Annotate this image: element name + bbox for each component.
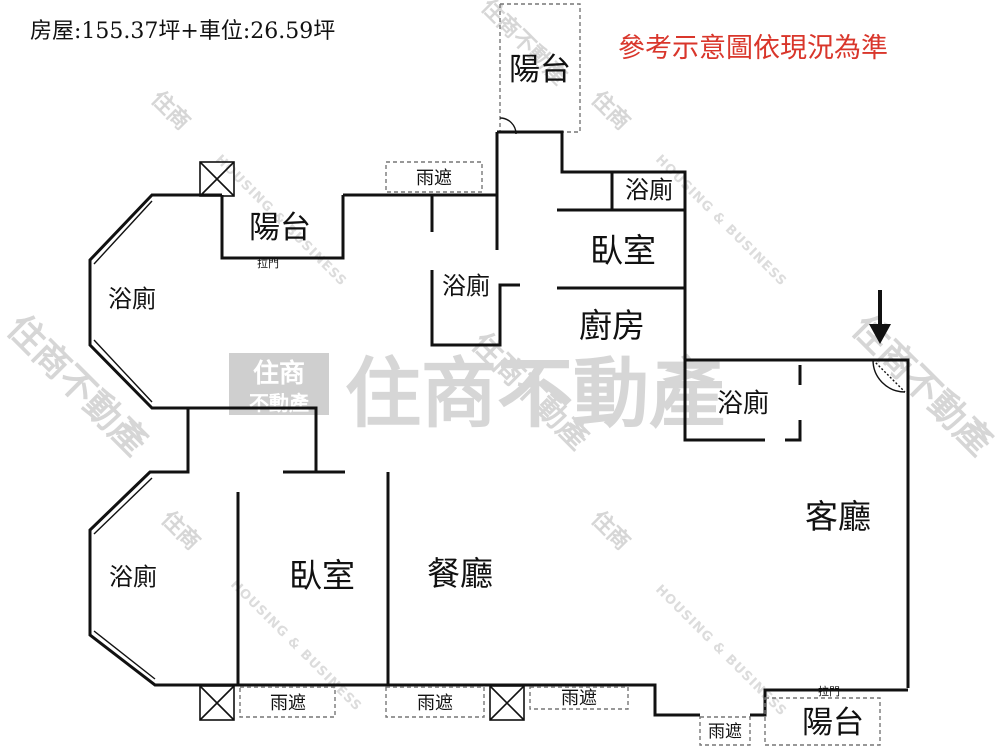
- entrance-door-leaf: [872, 359, 906, 393]
- sliding-door-bottom-label: 拉門: [818, 684, 840, 698]
- window-upper-left: [93, 200, 153, 265]
- sliding-door-left-label: 拉門: [257, 256, 279, 270]
- canopy-bottom-3-label: 雨遮: [561, 688, 597, 709]
- wall-bottom-right: [750, 688, 908, 717]
- wall-bath-mid-right-door: [785, 365, 802, 442]
- room-bath-left-upper: 浴廁: [108, 285, 156, 313]
- canopy-bottom-2-label: 雨遮: [417, 693, 453, 714]
- watermark-logo-box: [229, 353, 329, 415]
- canopy-bottom-4-label: 雨遮: [708, 722, 742, 742]
- room-bath-mid-right: 浴廁: [717, 389, 769, 419]
- crossed-box-icon: [199, 161, 235, 197]
- disclaimer-text: 參考示意圖依現況為準: [618, 33, 888, 64]
- room-bedroom-bottom: 臥室: [289, 556, 355, 595]
- wall-lower-left: [88, 408, 700, 717]
- canopy-bottom-2-box: [385, 686, 485, 718]
- wall-upper-left-wing: [88, 193, 318, 472]
- watermark-logo-small: 住商: [146, 86, 196, 136]
- balcony-bottom-outline: [764, 697, 881, 746]
- room-bath-left-lower: 浴廁: [109, 563, 157, 591]
- window-lower-left-bottom: [93, 630, 156, 680]
- room-bath-center: 浴廁: [442, 272, 490, 300]
- crossed-box-icon: [489, 685, 525, 721]
- room-balcony-bottom: 陽台: [802, 705, 864, 741]
- window-upper-left-lower: [93, 339, 153, 403]
- canopy-bottom-1-box: [239, 686, 336, 718]
- wall-balcony-left: [220, 195, 345, 260]
- watermark-big-text: 住商不動產: [345, 349, 725, 438]
- canopy-bottom-4-box: [699, 716, 751, 746]
- area-summary: 房屋:155.37坪+車位:26.59坪: [30, 19, 335, 44]
- wall-living-east: [683, 288, 910, 688]
- watermark-logo-small: 住商: [586, 506, 636, 556]
- room-bath-top-right: 浴廁: [625, 176, 673, 204]
- room-dining: 餐廳: [427, 554, 493, 593]
- watermark-logo-top: 住商: [253, 358, 305, 389]
- room-balcony-left: 陽台: [249, 210, 311, 246]
- window-lower-left: [93, 477, 153, 535]
- room-labels: 陽台 陽台 拉門 浴廁 臥室 浴廁 浴廁 廚房 浴廁 客廳 浴廁 臥室 餐廳 拉…: [108, 52, 871, 741]
- room-kitchen: 廚房: [579, 306, 645, 345]
- watermark-logo-small: 住商: [156, 506, 206, 556]
- entrance-door-swing: [872, 359, 906, 393]
- arrow-down-icon: [869, 290, 891, 344]
- canopy-bottom-3-box: [529, 686, 629, 710]
- walls: [88, 3, 910, 717]
- room-balcony-top: 陽台: [509, 52, 571, 88]
- watermark-logo-bottom: 不動產: [249, 391, 309, 415]
- watermark-logo-small: 住商: [586, 86, 636, 136]
- room-bedroom-top: 臥室: [590, 231, 656, 270]
- wall-bath-mid-right: [683, 360, 765, 442]
- wall-bath-center: [430, 270, 520, 347]
- canopy-bottom-1-label: 雨遮: [270, 693, 306, 714]
- watermark-english: HOUSING & BUSINESS: [652, 582, 789, 719]
- canopy-top-label: 雨遮: [416, 168, 452, 189]
- crossed-box-icon: [199, 685, 235, 721]
- duct-boxes: [199, 161, 525, 721]
- canopies: 雨遮 雨遮 雨遮 雨遮 雨遮: [239, 161, 881, 746]
- room-living: 客廳: [805, 497, 871, 536]
- watermark-diagonal-right: 住商不動產: [844, 307, 1000, 463]
